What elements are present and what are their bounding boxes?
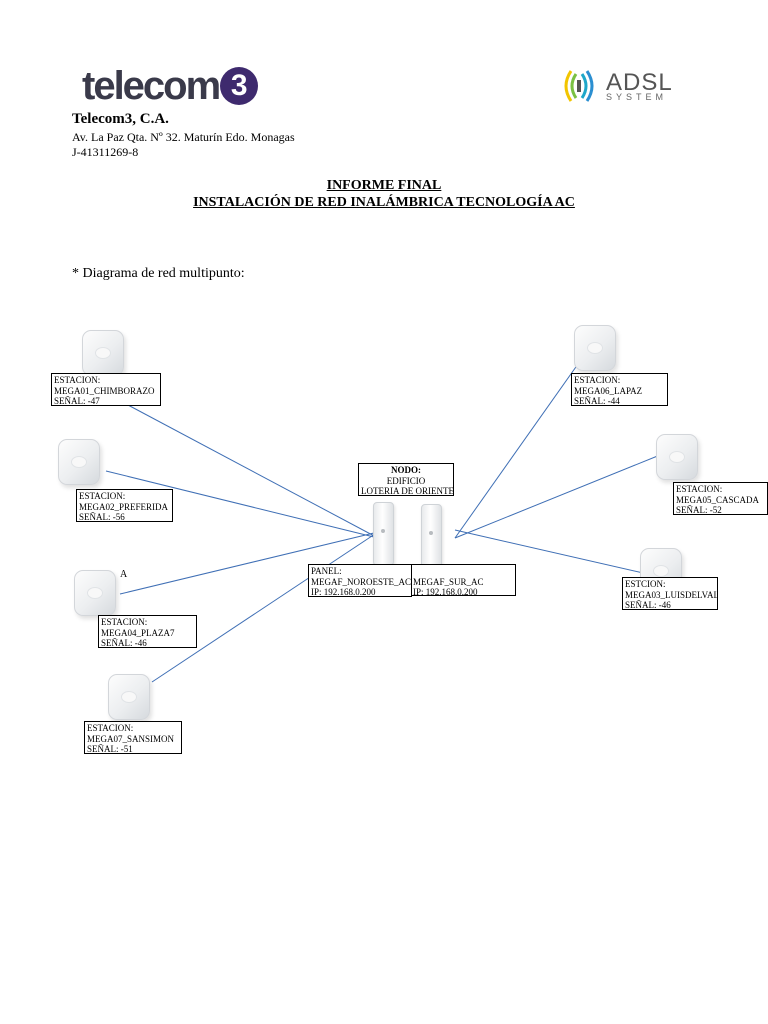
station-antenna-mega07 <box>108 674 150 720</box>
link-mega06 <box>454 363 579 539</box>
panel-antenna-noroeste <box>373 502 394 566</box>
panel-label-ip: IP: 192.168.0.200 <box>311 587 376 597</box>
logo-circle-3: 3 <box>220 67 259 105</box>
node-line3: LOTERIA DE ORIENTE <box>361 486 454 496</box>
station-label-type: ESTACION: <box>54 375 101 385</box>
panel-label-name: MEGAF_SUR_AC <box>413 576 484 587</box>
station-label-name: MEGA01_CHIMBORAZO <box>54 385 155 396</box>
station-label-name: MEGA05_CASCADA <box>676 494 760 505</box>
report-subtitle: INSTALACIÓN DE RED INALÁMBRICA TECNOLOGÍ… <box>193 195 575 210</box>
station-label-name: MEGA02_PREFERIDA <box>79 501 169 512</box>
panel-label-line1 <box>413 566 513 577</box>
link-mega07 <box>151 531 379 683</box>
wifi-waves-icon <box>564 70 594 102</box>
stray-label: A <box>120 569 128 580</box>
station-label-type: ESTACION: <box>676 484 723 494</box>
link-mega02 <box>105 470 379 539</box>
link-mega01 <box>127 404 379 539</box>
station-label-mega06: ESTACION: MEGA06_LAPAZ SEÑAL: -44 <box>571 373 668 406</box>
station-label-signal: SEÑAL: -51 <box>87 744 133 754</box>
station-label-signal: SEÑAL: -46 <box>101 638 147 648</box>
station-label-mega07: ESTACION: MEGA07_SANSIMON SEÑAL: -51 <box>84 721 182 754</box>
panel-label-sur: MEGAF_SUR_AC IP: 192.168.0.200 <box>410 564 516 596</box>
station-label-name: MEGA03_LUISDELVAL <box>625 589 718 600</box>
station-antenna-mega02 <box>58 439 100 485</box>
station-label-mega05: ESTACION: MEGA05_CASCADA SEÑAL: -52 <box>673 482 768 515</box>
panel-label-ip: IP: 192.168.0.200 <box>413 587 478 596</box>
station-label-type: ESTCION: <box>625 579 666 589</box>
panel-antenna-sur <box>421 504 442 568</box>
report-title: INFORME FINAL <box>326 178 442 193</box>
station-label-signal: SEÑAL: -56 <box>79 512 125 522</box>
link-mega03 <box>454 529 653 576</box>
station-label-mega03: ESTCION: MEGA03_LUISDELVAL SEÑAL: -46 <box>622 577 718 610</box>
station-label-mega04: ESTACION: MEGA04_PLAZA7 SEÑAL: -46 <box>98 615 197 648</box>
station-label-signal: SEÑAL: -52 <box>676 505 722 515</box>
station-label-mega02: ESTACION: MEGA02_PREFERIDA SEÑAL: -56 <box>76 489 173 522</box>
station-label-signal: SEÑAL: -47 <box>54 396 100 406</box>
station-label-signal: SEÑAL: -44 <box>574 396 620 406</box>
station-antenna-mega04 <box>74 570 116 616</box>
company-name: Telecom3, C.A. <box>72 111 169 127</box>
company-address: Av. La Paz Qta. Nº 32. Maturín Edo. Mona… <box>72 130 295 144</box>
station-antenna-mega06 <box>574 325 616 371</box>
station-label-name: MEGA06_LAPAZ <box>574 385 643 396</box>
node-line2: EDIFICIO <box>386 475 426 486</box>
station-label-name: MEGA04_PLAZA7 <box>101 627 175 638</box>
station-label-type: ESTACION: <box>101 617 148 627</box>
link-mega05 <box>454 454 661 539</box>
panel-label-line1: PANEL: <box>311 566 342 576</box>
panel-label-name: MEGAF_NOROESTE_AC <box>311 576 412 587</box>
section-heading: * Diagrama de red multipunto: <box>72 266 245 281</box>
telecom3-logo: telecom 3 <box>82 64 259 108</box>
adsl-system-logo: ADSL SYSTEM <box>560 64 700 108</box>
company-rif: J-41311269-8 <box>72 145 139 159</box>
logo-text: telecom <box>82 64 221 108</box>
node-title: NODO: <box>391 465 421 475</box>
panel-label-noroeste: PANEL: MEGAF_NOROESTE_AC IP: 192.168.0.2… <box>308 564 412 597</box>
station-label-mega01: ESTACION: MEGA01_CHIMBORAZO SEÑAL: -47 <box>51 373 161 406</box>
station-label-type: ESTACION: <box>87 723 134 733</box>
link-mega04 <box>119 531 379 595</box>
station-label-type: ESTACION: <box>574 375 621 385</box>
station-antenna-mega05 <box>656 434 698 480</box>
adsl-sub: SYSTEM <box>606 91 668 102</box>
node-label: NODO: EDIFICIO LOTERIA DE ORIENTE <box>358 463 454 496</box>
station-label-type: ESTACION: <box>79 491 126 501</box>
station-label-signal: SEÑAL: -46 <box>625 600 671 610</box>
adsl-name: ADSL <box>606 68 673 96</box>
station-antenna-mega01 <box>82 330 124 376</box>
station-label-name: MEGA07_SANSIMON <box>87 733 175 744</box>
